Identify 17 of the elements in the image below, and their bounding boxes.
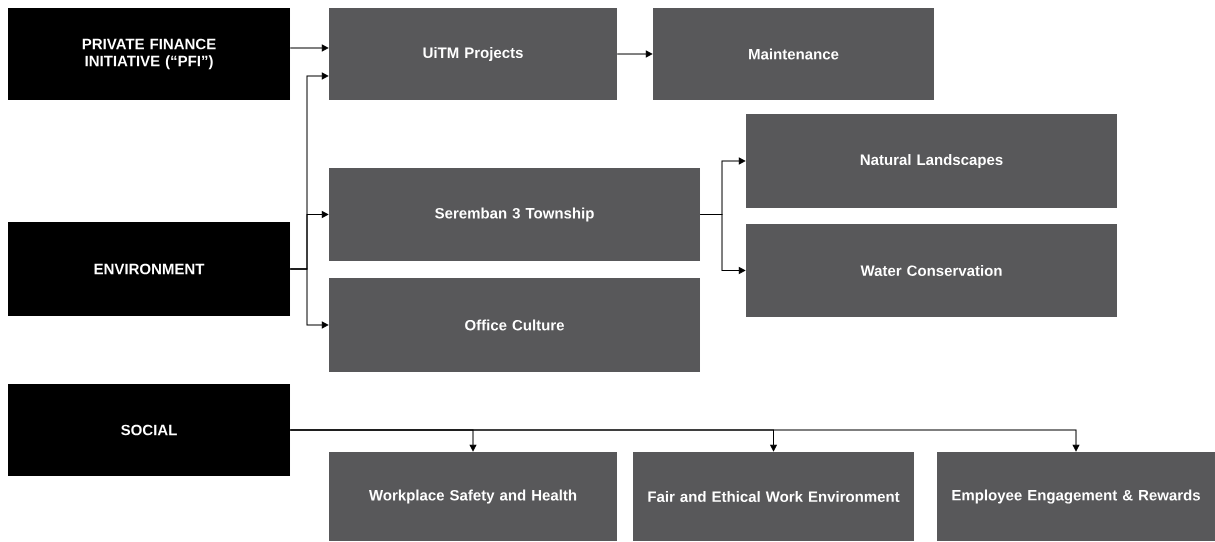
topic-box: Maintenance	[653, 8, 934, 100]
topic-box: Seremban 3 Township	[329, 168, 700, 261]
category-box: PRIVATE FINANCE INITIATIVE (“PFI”)	[8, 8, 290, 100]
arrow	[616, 50, 653, 58]
topic-box: Fair and Ethical Work Environment	[633, 452, 914, 541]
topic-box: Water Conservation	[746, 224, 1117, 317]
topic-box: Workplace Safety and Health	[329, 452, 617, 541]
topic-box: Employee Engagement & Rewards	[937, 452, 1215, 541]
topic-box: Office Culture	[329, 278, 700, 372]
arrow	[289, 44, 329, 52]
arrow	[289, 429, 1080, 452]
category-box: ENVIRONMENT	[8, 222, 290, 316]
arrow	[699, 214, 746, 274]
category-box: SOCIAL	[8, 384, 290, 476]
topic-box: UiTM Projects	[329, 8, 617, 100]
topic-box: Natural Landscapes	[746, 114, 1117, 208]
arrow	[289, 268, 329, 329]
